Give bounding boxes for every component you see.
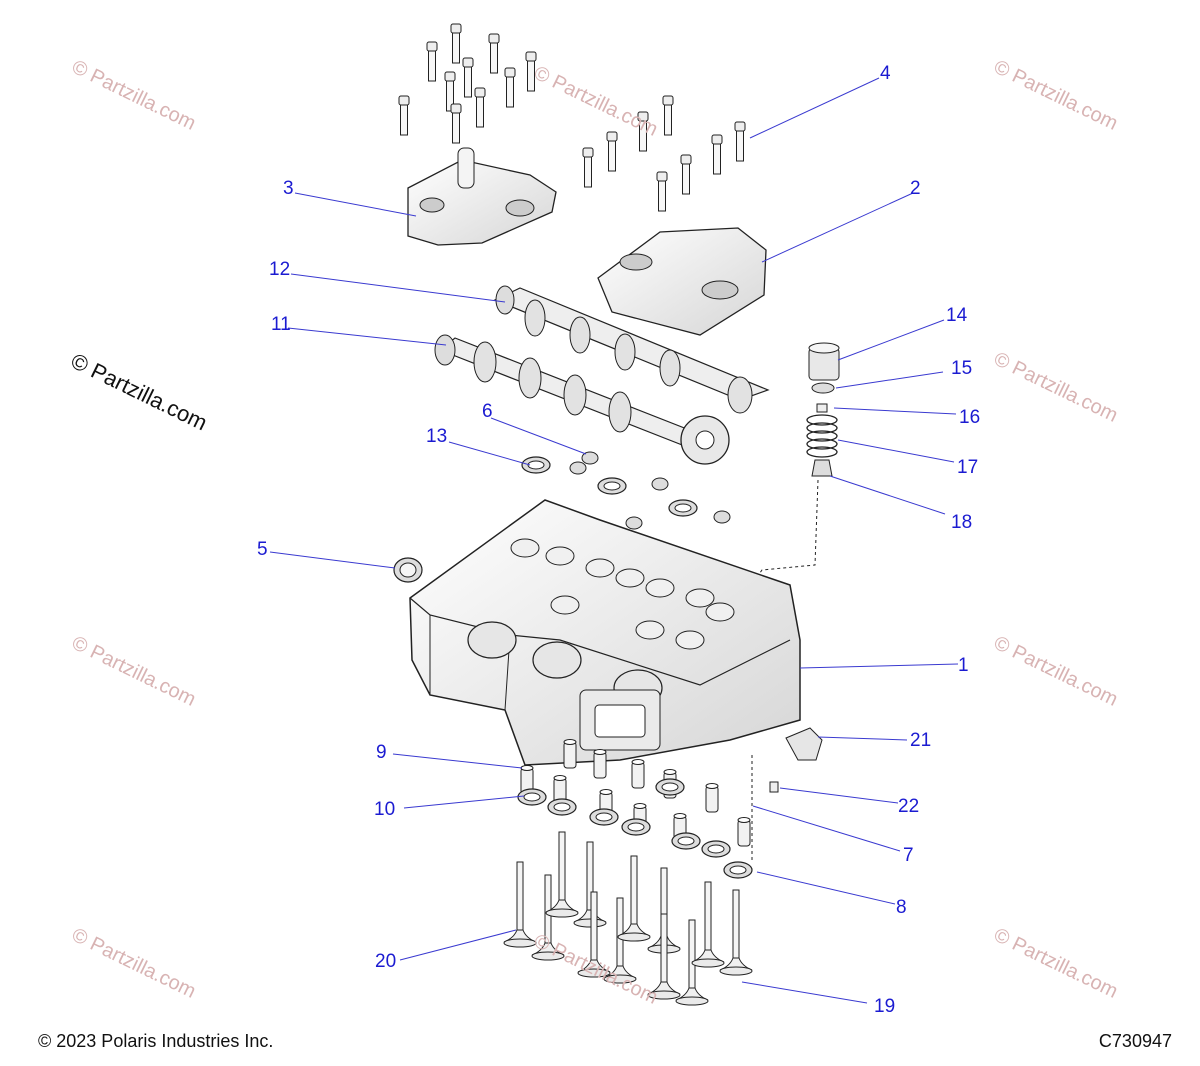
callout-5[interactable]: 5 (257, 539, 268, 560)
callout-22[interactable]: 22 (898, 796, 920, 817)
callout-12[interactable]: 12 (269, 259, 291, 280)
callout-10[interactable]: 10 (374, 799, 396, 820)
callout-17[interactable]: 17 (957, 457, 979, 478)
callout-7[interactable]: 7 (903, 845, 914, 866)
bolt-group-cap-3 (398, 23, 537, 144)
callout-19[interactable]: 19 (874, 996, 896, 1017)
callout-21[interactable]: 21 (910, 730, 932, 751)
camshaft-11 (434, 334, 730, 465)
callout-14[interactable]: 14 (946, 305, 968, 326)
plugs-and-rings (521, 451, 731, 530)
copyright-notice: © 2023 Polaris Industries Inc. (38, 1031, 274, 1051)
leader-lines (269, 77, 959, 1004)
callout-8[interactable]: 8 (896, 897, 907, 918)
callout-6[interactable]: 6 (482, 401, 493, 422)
callout-9[interactable]: 9 (376, 742, 387, 763)
callout-20[interactable]: 20 (375, 951, 397, 972)
callout-18[interactable]: 18 (951, 512, 973, 533)
callout-16[interactable]: 16 (959, 407, 981, 428)
camshaft-cap-2 (597, 227, 767, 336)
camshaft-cap-3 (407, 147, 557, 246)
callout-13[interactable]: 13 (426, 426, 448, 447)
cylinder-head (409, 499, 801, 766)
callout-11[interactable]: 11 (271, 314, 291, 335)
camshaft-12 (493, 285, 770, 414)
diagram-code: C730947 (1098, 1031, 1172, 1051)
callout-15[interactable]: 15 (951, 358, 973, 379)
callout-4[interactable]: 4 (880, 63, 891, 84)
sensor-21 (769, 727, 823, 793)
callout-2[interactable]: 2 (910, 178, 921, 199)
valve-train-stack (754, 342, 840, 581)
callout-1[interactable]: 1 (958, 655, 969, 676)
cup-plug-5 (393, 557, 423, 583)
callout-3[interactable]: 3 (283, 178, 294, 199)
